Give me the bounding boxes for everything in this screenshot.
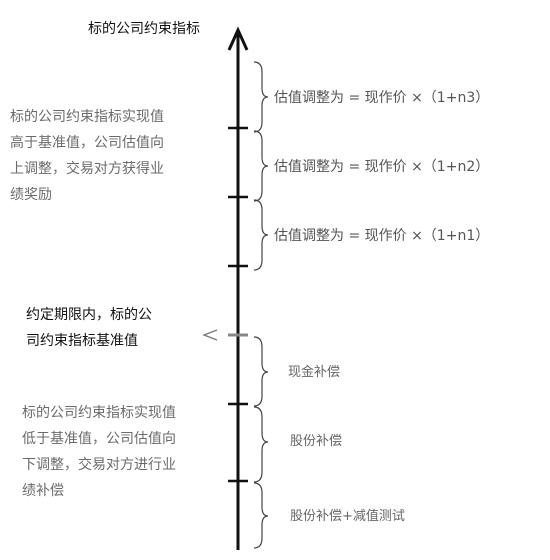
- upper-description-line: 标的公司约束指标实现值: [10, 109, 164, 125]
- axis-arrowhead: [227, 26, 249, 51]
- upper-description-line: 上调整，交易对方获得业: [10, 161, 164, 177]
- valuation-label-n2: 估值调整为 = 现作价 ×（1+n2）: [274, 159, 490, 175]
- lower-description-line: 标的公司约束指标实现值: [22, 405, 176, 421]
- cash-compensation-label: 现金补偿: [288, 365, 341, 380]
- brace: [253, 406, 269, 483]
- brace: [253, 130, 269, 202]
- baseline-pointer-arrow: [202, 329, 218, 341]
- lower-description-line: 绩补偿: [22, 483, 64, 499]
- axis-title: 标的公司约束指标: [88, 21, 200, 37]
- upper-description-line: 高于基准值，公司估值向: [10, 135, 164, 151]
- brace: [253, 61, 269, 133]
- brace: [253, 482, 269, 549]
- lower-description: 标的公司约束指标实现值 低于基准值，公司估值向 下调整，交易对方进行业 绩补偿: [22, 400, 176, 504]
- share-compensation-label: 股份补偿: [290, 434, 343, 449]
- share-impairment-label: 股份补偿+减值测试: [290, 509, 405, 524]
- brace: [253, 199, 269, 271]
- baseline-label: 约定期限内，标的公 司约束指标基准值: [26, 302, 152, 354]
- baseline-label-line: 司约束指标基准值: [26, 333, 138, 349]
- upper-description-line: 绩奖励: [10, 187, 52, 203]
- valuation-label-n3: 估值调整为 = 现作价 ×（1+n3）: [274, 90, 490, 106]
- upper-description: 标的公司约束指标实现值 高于基准值，公司估值向 上调整，交易对方获得业 绩奖励: [10, 104, 164, 208]
- baseline-label-line: 约定期限内，标的公: [26, 307, 152, 323]
- brace: [253, 336, 269, 407]
- valuation-label-n1: 估值调整为 = 现作价 ×（1+n1）: [274, 228, 490, 244]
- lower-description-line: 低于基准值，公司估值向: [22, 431, 176, 447]
- lower-description-line: 下调整，交易对方进行业: [22, 457, 176, 473]
